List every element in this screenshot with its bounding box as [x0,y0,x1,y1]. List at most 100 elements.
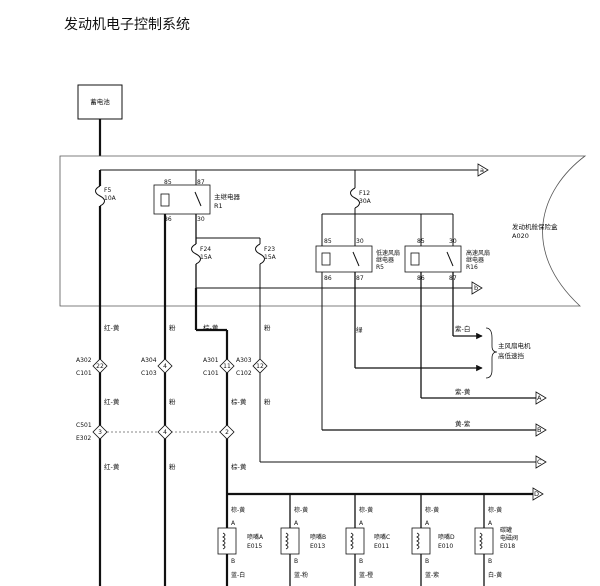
arrow-a-label: a [480,166,484,174]
low-fan-relay-box [315,245,373,273]
low-fan-relay-pin85: 85 [324,238,332,245]
fuse-box-outline [59,155,587,307]
connector-a304: A304 [141,357,157,364]
arrow-A-label: A [537,394,542,402]
connector-a303: A303 [236,357,252,364]
svg-text:碳罐: 碳罐 [500,526,512,534]
svg-text:E015: E015 [247,543,262,550]
fan-label-2: 高低速挡 [498,351,524,360]
fuse-f12-icon [350,187,360,209]
fuse-f12-name: F12 [359,190,370,197]
svg-text:蓝-粉: 蓝-粉 [294,571,308,579]
svg-text:11: 11 [223,363,231,370]
svg-text:棕-黄: 棕-黄 [488,506,502,514]
wire-brown-yellow-2: 棕-黄 [231,397,247,406]
wire-purple-yellow: 紫-黄 [455,387,471,396]
high-fan-relay-box [404,245,462,273]
svg-text:3: 3 [98,429,102,436]
svg-text:A: A [294,520,299,527]
wire-pink-3: 粉 [169,462,176,471]
wire-purple-white: 紫-白 [455,324,470,333]
main-relay-pin87: 87 [197,179,205,186]
svg-text:E010: E010 [438,543,453,550]
connector-diamond: 4 [157,424,173,440]
svg-text:22: 22 [96,363,104,370]
main-relay-pin86: 86 [164,216,172,223]
low-fan-relay-id: R5 [376,264,384,271]
fuse-f23-rating: 15A [264,254,277,261]
wire-brown-yellow-1: 棕-黄 [203,323,219,332]
high-fan-relay-pin85: 85 [417,238,425,245]
svg-text:B: B [425,558,429,565]
high-fan-relay-name2: 继电器 [466,256,484,264]
svg-text:喷嘴A: 喷嘴A [247,533,264,541]
fuse-f5-rating: 10A [104,195,117,202]
fan-bracket [485,327,498,379]
low-fan-relay-name2: 继电器 [376,256,394,264]
connector-diamond: 22 [92,358,108,374]
fuse-f24-name: F24 [200,246,211,253]
arrow-b-label: b [474,284,478,292]
svg-text:E018: E018 [500,543,515,550]
low-fan-relay-pin87: 87 [356,275,364,282]
canister-valve: 棕-黄 A 碳罐 电磁阀 E018 B 白-黄 [474,494,518,586]
svg-text:棕-黄: 棕-黄 [231,506,245,514]
injector-b: 棕-黄 A 喷嘴B E013 B 蓝-粉 [280,494,326,586]
connector-c101-a: C101 [76,370,92,377]
wire-pink-1: 粉 [169,323,176,332]
injector-c: 棕-黄 A 喷嘴C E011 B 蓝-橙 [345,494,390,586]
fuse-f5-icon [95,185,105,207]
low-fan-relay-pin30: 30 [356,238,364,245]
arrow-C-label: C [537,458,542,466]
svg-text:喷嘴D: 喷嘴D [438,533,455,541]
fuse-f24-rating: 15A [200,254,213,261]
injector-a: 棕-黄 A 喷嘴A E015 B 蓝-白 [217,494,264,586]
svg-text:A: A [488,520,493,527]
fuse-f5-name: F5 [104,187,111,194]
svg-text:E013: E013 [310,543,325,550]
main-relay-pin30: 30 [197,216,205,223]
wire-yellow-purple: 黄-紫 [455,419,471,428]
high-fan-relay-name1: 高速风扇 [466,249,490,257]
connector-c501: C501 [76,422,92,429]
svg-text:4: 4 [163,429,167,436]
svg-text:棕-黄: 棕-黄 [294,506,308,514]
main-relay-coil-icon [160,193,170,207]
connector-c101-b: C101 [203,370,219,377]
fuse-box-name: 发动机舱保险盒 [512,222,558,231]
low-fan-relay-coil-icon [321,252,331,266]
wire-pink-4: 粉 [264,323,271,332]
svg-text:白-黄: 白-黄 [488,571,502,579]
page-title: 发动机电子控制系统 [64,17,190,33]
svg-text:E011: E011 [374,543,389,550]
wire-pink-2: 粉 [169,397,176,406]
fan-label-1: 主风扇电机 [498,341,531,350]
wire-red-yellow-2: 红-黄 [104,397,120,406]
svg-text:B: B [359,558,363,565]
battery-label: 蓄电池 [90,97,110,106]
arrow-B [535,423,547,437]
svg-text:蓝-橙: 蓝-橙 [359,571,373,579]
injector-d: 棕-黄 A 喷嘴D E010 B 蓝-紫 [411,494,455,586]
svg-text:A: A [231,520,236,527]
fuse-f23-icon [255,243,265,265]
connector-diamond: 12 [252,358,268,374]
fuse-f12-rating: 30A [359,198,372,205]
low-fan-relay-name1: 低速风扇 [376,249,400,257]
svg-text:4: 4 [163,363,167,370]
arrow-B-label: B [537,426,541,434]
svg-text:喷嘴B: 喷嘴B [310,533,326,541]
wire-brown-yellow-3: 棕-黄 [231,462,247,471]
wire-red-yellow-1: 红-黄 [104,323,120,332]
high-fan-relay-coil-icon [410,252,420,266]
wire-pink-5: 粉 [264,397,271,406]
fuse-box-id: A020 [512,232,529,240]
fuse-f23-name: F23 [264,246,275,253]
battery-box [77,84,123,120]
wire-red-yellow-3: 红-黄 [104,462,120,471]
arrow-D-label: D [534,490,539,498]
connector-diamond: 3 [92,424,108,440]
svg-text:2: 2 [225,429,229,436]
connector-a302: A302 [76,357,92,364]
